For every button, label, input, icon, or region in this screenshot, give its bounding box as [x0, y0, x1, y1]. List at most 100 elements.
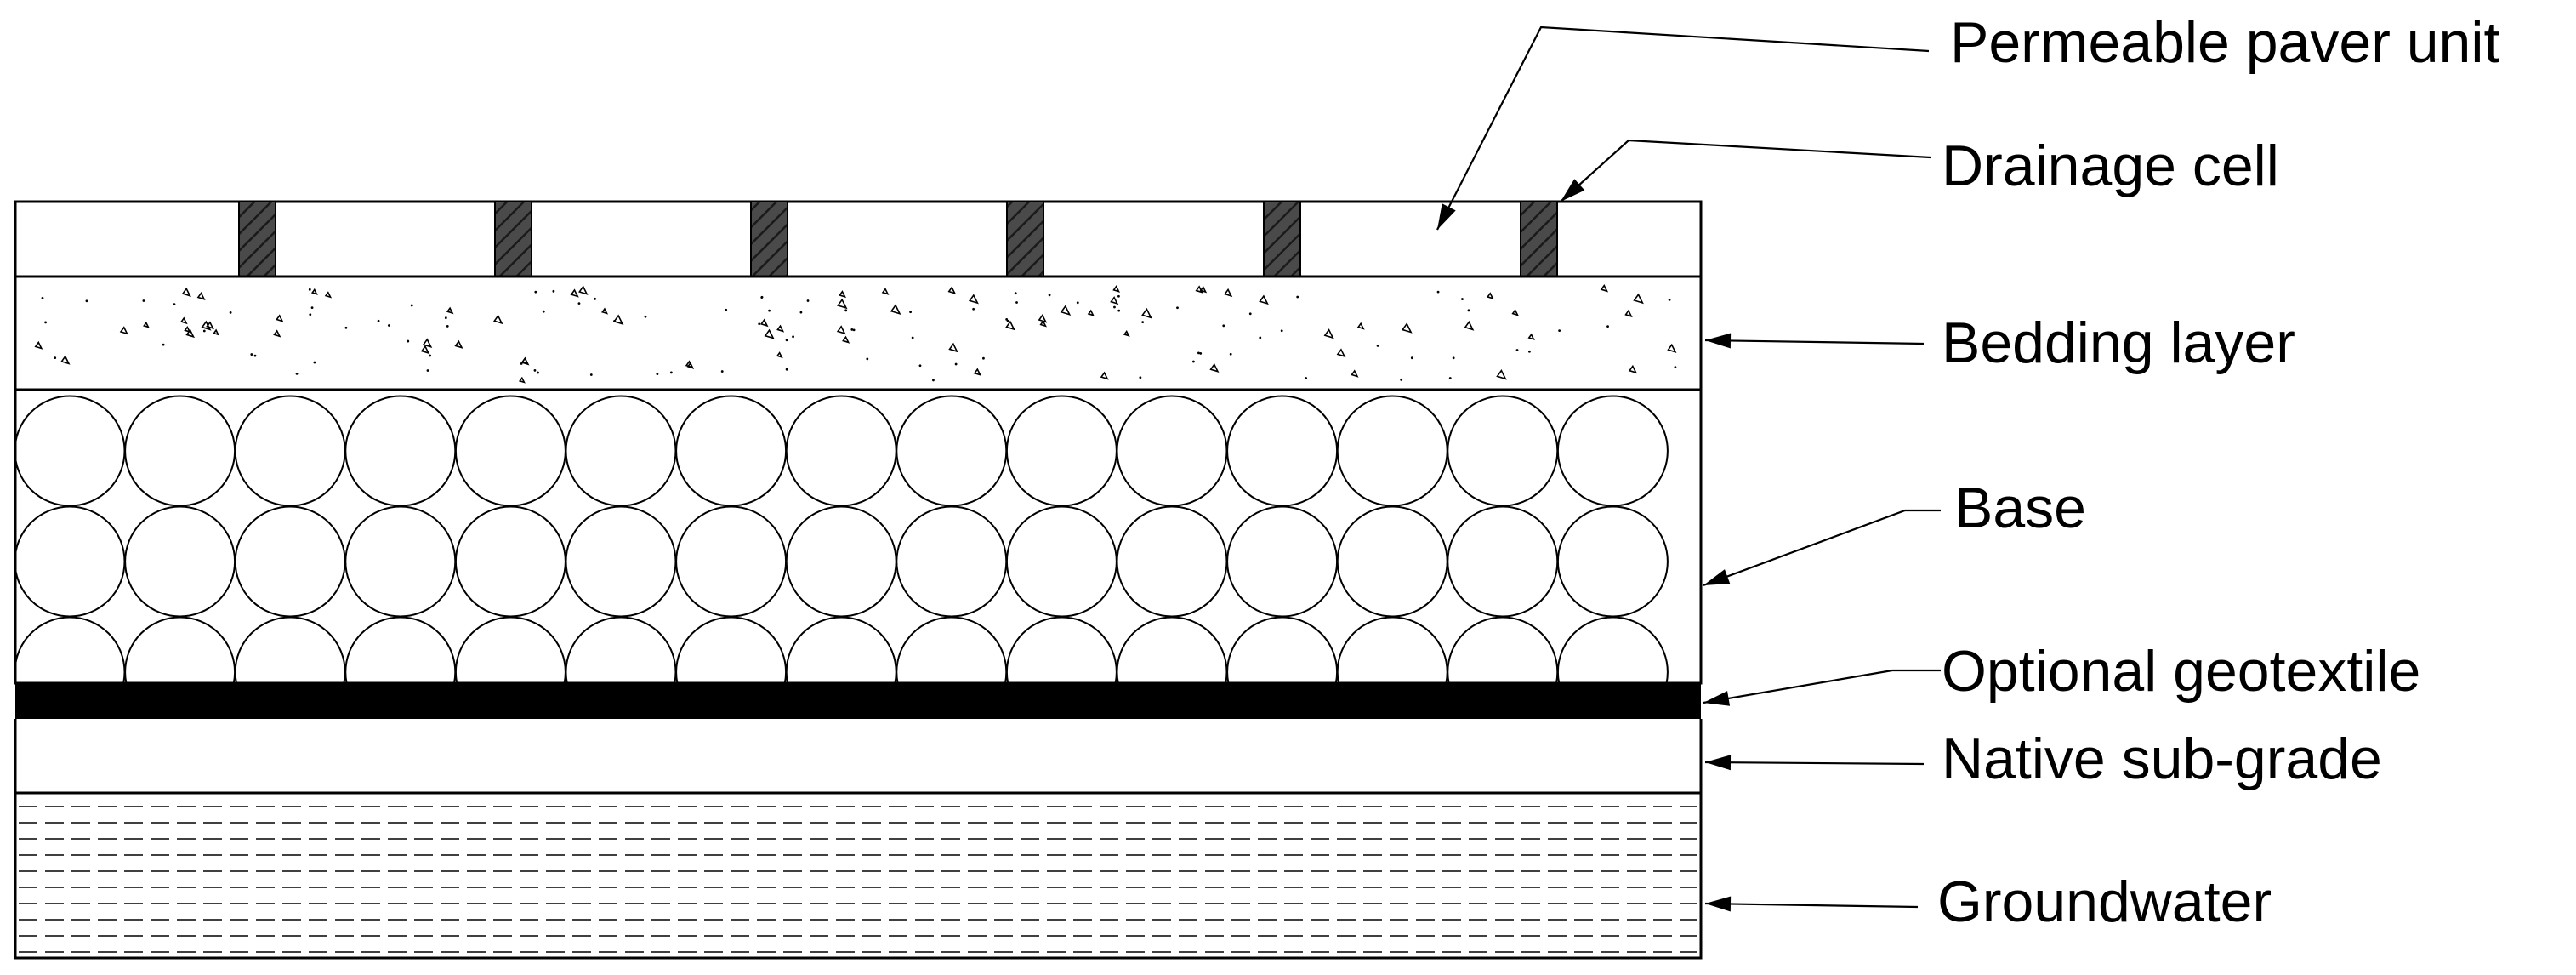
drainage-cell	[1006, 201, 1044, 277]
bedding-aggregate	[1467, 309, 1470, 312]
base-aggregate-stone	[234, 505, 346, 618]
bedding-aggregate	[1199, 351, 1203, 355]
bedding-aggregate	[44, 321, 47, 324]
base-aggregate-stone	[1556, 616, 1669, 683]
bedding-aggregate	[253, 354, 257, 357]
bedding-aggregate	[1014, 292, 1017, 295]
leader-permeable-paver-unit-line	[1436, 26, 1930, 231]
bedding-aggregate	[444, 316, 447, 320]
bedding-aggregate	[758, 322, 761, 326]
bedding-aggregate	[324, 291, 333, 299]
bedding-aggregate	[1558, 329, 1561, 332]
bedding-aggregate	[589, 373, 593, 376]
bedding-aggregate	[1229, 352, 1232, 356]
base-aggregate-stone	[1005, 395, 1117, 507]
bedding-aggregate	[1259, 294, 1269, 305]
bedding-aggregate	[310, 306, 314, 310]
bedding-aggregate	[173, 303, 176, 306]
base-aggregate-stone	[1556, 505, 1669, 618]
bedding-aggregate	[881, 288, 890, 295]
bedding-aggregate	[426, 369, 429, 372]
bedding-aggregate	[644, 315, 647, 318]
bedding-aggregate	[533, 368, 537, 372]
label-optional-geotextile: Optional geotextile	[1942, 639, 2420, 704]
bedding-aggregate	[520, 362, 523, 365]
label-native-sub-grade: Native sub-grade	[1942, 727, 2382, 791]
base-aggregate-stone	[15, 505, 126, 618]
bedding-aggregate	[1515, 349, 1519, 351]
bedding-aggregate	[313, 361, 316, 364]
leader-native-sub-grade-line	[1704, 761, 1925, 766]
bedding-aggregate	[295, 372, 299, 375]
bedding-aggregate	[1139, 376, 1142, 379]
bedding-aggregate	[669, 371, 673, 374]
leader-native-sub-grade-arrowhead	[1705, 755, 1732, 771]
leader-lines	[1436, 26, 1941, 912]
bedding-aggregate	[909, 311, 913, 314]
leader-base-arrowhead	[1703, 569, 1731, 585]
bedding-aggregate	[41, 296, 44, 299]
bedding-aggregate	[1527, 333, 1535, 341]
bedding-aggregate	[577, 302, 581, 305]
bedding-aggregate	[973, 368, 982, 376]
bedding-aggregate	[972, 307, 975, 311]
bedding-aggregate	[1448, 377, 1452, 379]
bedding-aggregate	[947, 286, 957, 294]
bedding-aggregate	[196, 291, 206, 300]
bedding-aggregate	[1633, 293, 1644, 305]
bedding-aggregate	[201, 320, 212, 331]
bedding-aggregate	[839, 290, 847, 299]
bedding-aggregate	[1015, 301, 1018, 304]
bedding-aggregate	[866, 357, 869, 361]
bedding-aggregate	[656, 373, 659, 376]
bedding-aggregate	[429, 354, 432, 357]
bedding-aggregate	[422, 338, 433, 349]
base-aggregate-stones	[15, 395, 1669, 683]
bedding-aggregate	[119, 326, 129, 335]
bedding-aggregate	[578, 285, 589, 295]
bedding-aggregate	[34, 340, 43, 350]
bedding-layer-outline	[14, 275, 1703, 391]
bedding-aggregate	[162, 343, 165, 346]
base-aggregate-stone	[454, 505, 566, 618]
bedding-aggregate	[309, 313, 312, 316]
bedding-aggregate	[1248, 312, 1252, 316]
base-aggregate-stone	[124, 395, 236, 507]
bedding-aggregate	[1461, 298, 1464, 300]
bedding-aggregate	[1100, 371, 1109, 380]
bedding-layer	[14, 275, 1703, 391]
groundwater-layer	[14, 791, 1703, 960]
label-bedding-layer: Bedding layer	[1942, 311, 2295, 375]
leader-bedding-layer-arrowhead	[1705, 333, 1732, 349]
base-aggregate-stone	[675, 505, 788, 618]
bedding-aggregate	[764, 328, 775, 339]
label-groundwater: Groundwater	[1937, 870, 2272, 934]
base-aggregate-stone	[785, 505, 897, 618]
bedding-aggregate	[1606, 325, 1609, 328]
bedding-aggregate	[1628, 364, 1638, 374]
leader-drainage-cell-arrowhead	[1561, 179, 1585, 202]
bedding-aggregate	[143, 321, 150, 328]
bedding-aggregate	[1351, 369, 1359, 378]
bedding-aggregate	[60, 355, 71, 365]
bedding-aggregate	[806, 299, 810, 302]
bedding-aggregate	[759, 318, 769, 328]
bedding-aggregate	[534, 290, 537, 294]
bedding-aggregate	[250, 353, 253, 356]
base-aggregate-stone	[565, 395, 677, 507]
bedding-aggregate	[1224, 288, 1233, 298]
bedding-aggregate-specks	[34, 284, 1677, 384]
groundwater-outline	[14, 791, 1703, 960]
bedding-aggregate	[1305, 377, 1308, 379]
bedding-aggregate	[1039, 319, 1047, 328]
bedding-aggregate	[410, 304, 413, 307]
bedding-aggregate	[388, 324, 390, 327]
bedding-aggregate	[1496, 369, 1507, 380]
bedding-aggregate	[760, 295, 764, 299]
base-aggregate-stone	[896, 395, 1008, 507]
bedding-aggregate	[1038, 314, 1048, 323]
bedding-aggregate	[142, 299, 145, 302]
bedding-aggregate	[1376, 344, 1379, 347]
bedding-aggregate	[1197, 351, 1200, 355]
